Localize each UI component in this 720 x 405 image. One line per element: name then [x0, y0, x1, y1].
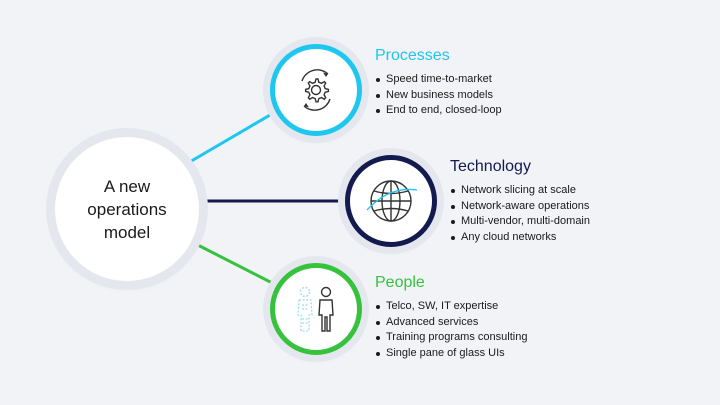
connector-processes [187, 106, 283, 165]
bullet-item: Advanced services [375, 315, 527, 331]
people-title: People [375, 274, 425, 291]
people-info: People Telco, SW, IT expertise Advanced … [375, 273, 527, 361]
center-node: A new operations model [55, 137, 199, 281]
people-node [270, 263, 362, 355]
bullet-item: Training programs consulting [375, 330, 527, 346]
bullet-item: Any cloud networks [450, 230, 590, 246]
technology-title: Technology [450, 158, 531, 175]
technology-info: Technology Network slicing at scale Netw… [450, 157, 590, 245]
people-bullets: Telco, SW, IT expertise Advanced service… [375, 299, 527, 361]
bullet-item: Single pane of glass UIs [375, 346, 527, 362]
globe-network-icon [366, 180, 418, 222]
technology-node [345, 155, 437, 247]
people-figures-icon [297, 286, 334, 332]
center-label: A new operations model [87, 176, 167, 242]
technology-bullets: Network slicing at scale Network-aware o… [450, 183, 590, 245]
bullet-item: End to end, closed-loop [375, 103, 502, 119]
processes-info: Processes Speed time-to-market New busin… [375, 46, 502, 119]
bullet-item: Network-aware operations [450, 199, 590, 215]
connector-people [187, 238, 283, 290]
processes-title: Processes [375, 47, 450, 64]
bullet-item: Speed time-to-market [375, 72, 502, 88]
bullet-item: New business models [375, 88, 502, 104]
processes-bullets: Speed time-to-market New business models… [375, 72, 502, 119]
bullet-item: Network slicing at scale [450, 183, 590, 199]
gear-cycle-icon [301, 69, 331, 111]
bullet-item: Telco, SW, IT expertise [375, 299, 527, 315]
bullet-item: Multi-vendor, multi-domain [450, 214, 590, 230]
processes-node [270, 44, 362, 136]
